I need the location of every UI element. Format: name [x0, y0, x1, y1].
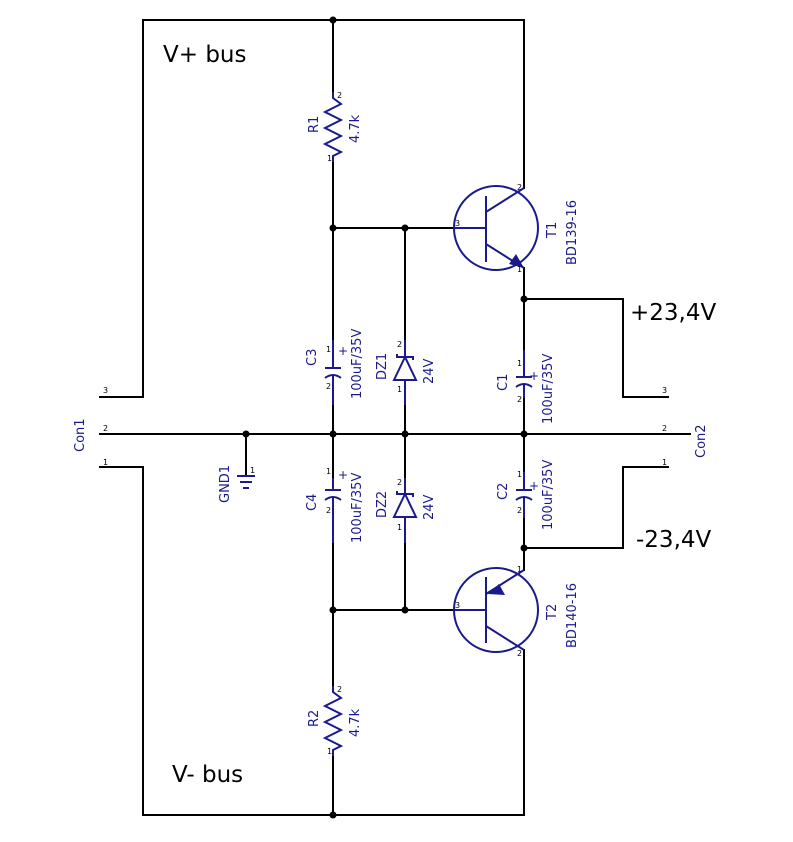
dz2-pin-1: 1 [397, 523, 402, 532]
t2-ref: T2 [545, 604, 560, 621]
junction-dot [242, 430, 250, 438]
junction-dot [520, 544, 528, 552]
t2-pin-1: 1 [517, 565, 522, 574]
dz2-ref: DZ2 [375, 491, 390, 518]
ground-gnd1: GND1 1 [218, 465, 255, 503]
junction-dot [401, 224, 409, 232]
r1-pin-1: 1 [327, 154, 332, 163]
zener-dz2: DZ2 24V 2 1 [375, 478, 437, 543]
c3-pin-1: 1 [326, 345, 331, 354]
c1-pin-1: 1 [517, 359, 522, 368]
vminus-bus-label: V- bus [172, 762, 243, 788]
r2-ref: R2 [307, 710, 322, 727]
t1-pin-3: 3 [455, 219, 460, 228]
c4-pin-2: 2 [326, 506, 331, 515]
c2-pin-1: 1 [517, 470, 522, 479]
con1-pin-3: 3 [103, 386, 108, 395]
c4-value: 100uF/35V [350, 473, 365, 543]
connector-con1: Con1 3 2 1 [73, 386, 108, 467]
junction-dot [329, 606, 337, 614]
c3-plus-mark: + [338, 344, 348, 358]
dz1-value: 24V [422, 358, 437, 384]
c4-pin-1: 1 [326, 467, 331, 476]
vplus-bus-label: V+ bus [163, 42, 246, 68]
t1-value: BD139-16 [565, 200, 580, 265]
capacitor-c3: + C3 100uF/35V 1 2 [305, 329, 365, 405]
transistor-t2: T2 BD140-16 3 1 2 [453, 565, 580, 658]
c2-value: 100uF/35V [541, 460, 556, 530]
t1-pin-2: 2 [517, 183, 522, 192]
t2-pin-2: 2 [517, 649, 522, 658]
con2-ref: Con2 [694, 424, 709, 458]
con1-pin-1: 1 [103, 458, 108, 467]
gnd1-pin-1: 1 [250, 466, 255, 475]
c3-pin-2: 2 [326, 382, 331, 391]
output-negative-label: -23,4V [636, 527, 712, 553]
r1-ref: R1 [307, 116, 322, 133]
junction-dot [520, 430, 528, 438]
junction-dot [401, 430, 409, 438]
con2-pin-3: 3 [662, 386, 667, 395]
c4-plus-mark: + [338, 468, 348, 482]
dz2-pin-2: 2 [397, 478, 402, 487]
dz2-value: 24V [422, 494, 437, 520]
junction-dot [329, 16, 337, 24]
transistor-t1: T1 BD139-16 3 2 1 [453, 183, 580, 274]
zener-dz1: DZ1 24V 2 1 [375, 340, 437, 405]
dz1-ref: DZ1 [375, 353, 390, 380]
con2-pin-1: 1 [662, 458, 667, 467]
t2-value: BD140-16 [565, 583, 580, 648]
resistor-r1: R1 4.7k 2 1 [307, 91, 363, 163]
capacitor-c1: + C1 100uF/35V 1 2 [496, 350, 556, 424]
c2-pin-2: 2 [517, 506, 522, 515]
r1-pin-2: 2 [337, 91, 342, 100]
connector-con2: Con2 3 2 1 [662, 386, 709, 467]
resistor-r2: R2 4.7k 2 1 [307, 685, 363, 756]
t2-pin-3: 3 [455, 601, 460, 610]
con1-pin-2: 2 [103, 424, 108, 433]
capacitor-c2: + C2 100uF/35V 1 2 [496, 460, 556, 530]
con1-ref: Con1 [73, 418, 88, 452]
c1-ref: C1 [496, 374, 511, 391]
c2-ref: C2 [496, 483, 511, 500]
wires [99, 19, 691, 816]
c2-plus-mark: + [529, 479, 539, 493]
t1-ref: T1 [545, 222, 560, 239]
c3-value: 100uF/35V [350, 329, 365, 399]
c1-plus-mark: + [529, 369, 539, 383]
junction-dot [329, 430, 337, 438]
t1-pin-1: 1 [517, 265, 522, 274]
junction-dot [520, 295, 528, 303]
r1-value: 4.7k [348, 114, 363, 143]
junctions [242, 16, 528, 819]
output-positive-label: +23,4V [630, 300, 716, 326]
c3-ref: C3 [305, 349, 320, 366]
junction-dot [329, 811, 337, 819]
con2-pin-2: 2 [662, 424, 667, 433]
r2-pin-1: 1 [327, 747, 332, 756]
capacitor-c4: + C4 100uF/35V 1 2 [305, 467, 365, 543]
dz1-pin-2: 2 [397, 340, 402, 349]
dz1-pin-1: 1 [397, 385, 402, 394]
c1-value: 100uF/35V [541, 354, 556, 424]
junction-dot [401, 606, 409, 614]
junction-dot [329, 224, 337, 232]
c4-ref: C4 [305, 494, 320, 511]
r2-pin-2: 2 [337, 685, 342, 694]
c1-pin-2: 2 [517, 395, 522, 404]
r2-value: 4.7k [348, 708, 363, 737]
gnd1-ref: GND1 [218, 465, 233, 503]
